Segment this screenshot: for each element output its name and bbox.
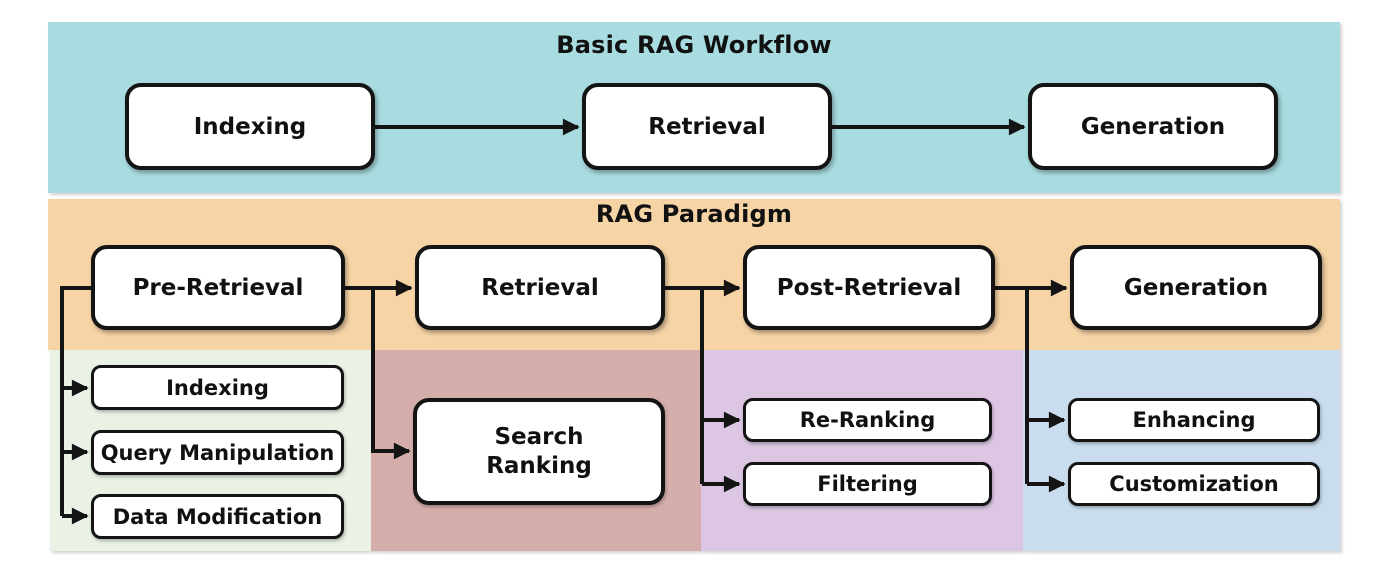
substep-box-filtering: Filtering bbox=[743, 462, 992, 506]
substep-box-data-modification: Data Modification bbox=[91, 494, 344, 539]
substep-label: Search Ranking bbox=[486, 423, 592, 479]
substep-label: Filtering bbox=[817, 472, 918, 496]
substep-box-re-ranking: Re-Ranking bbox=[743, 398, 992, 442]
stage-box-basic-indexing: Indexing bbox=[125, 83, 375, 170]
basic-workflow-title: Basic RAG Workflow bbox=[556, 31, 832, 59]
substep-box-search-ranking: Search Ranking bbox=[413, 398, 665, 505]
stage-label: Post-Retrieval bbox=[776, 274, 962, 301]
stage-box-basic-retrieval: Retrieval bbox=[582, 83, 832, 170]
stage-label: Retrieval bbox=[481, 274, 599, 301]
substep-label: Data Modification bbox=[112, 504, 323, 529]
substep-label: Query Manipulation bbox=[100, 440, 335, 465]
substep-box-query-manipulation: Query Manipulation bbox=[91, 430, 344, 475]
stage-box-retrieval: Retrieval bbox=[415, 245, 665, 330]
section-post-retrieval-substeps bbox=[701, 350, 1023, 551]
stage-box-post-retrieval: Post-Retrieval bbox=[743, 245, 995, 330]
stage-box-generation: Generation bbox=[1070, 245, 1322, 330]
rag-paradigm-title: RAG Paradigm bbox=[595, 200, 793, 228]
stage-label: Indexing bbox=[193, 113, 307, 140]
section-generation-substeps bbox=[1023, 350, 1340, 551]
substep-box-indexing: Indexing bbox=[91, 365, 344, 410]
stage-label: Generation bbox=[1080, 113, 1226, 140]
stage-box-pre-retrieval: Pre-Retrieval bbox=[91, 245, 345, 330]
stage-label: Retrieval bbox=[648, 113, 766, 140]
stage-box-basic-generation: Generation bbox=[1028, 83, 1278, 170]
substep-box-enhancing: Enhancing bbox=[1068, 398, 1320, 442]
substep-label: Re-Ranking bbox=[799, 408, 936, 432]
substep-label: Indexing bbox=[166, 375, 269, 400]
stage-label: Generation bbox=[1123, 274, 1269, 301]
stage-label: Pre-Retrieval bbox=[132, 274, 304, 301]
substep-label: Customization bbox=[1109, 472, 1279, 496]
substep-box-customization: Customization bbox=[1068, 462, 1320, 506]
substep-label: Enhancing bbox=[1132, 408, 1256, 432]
